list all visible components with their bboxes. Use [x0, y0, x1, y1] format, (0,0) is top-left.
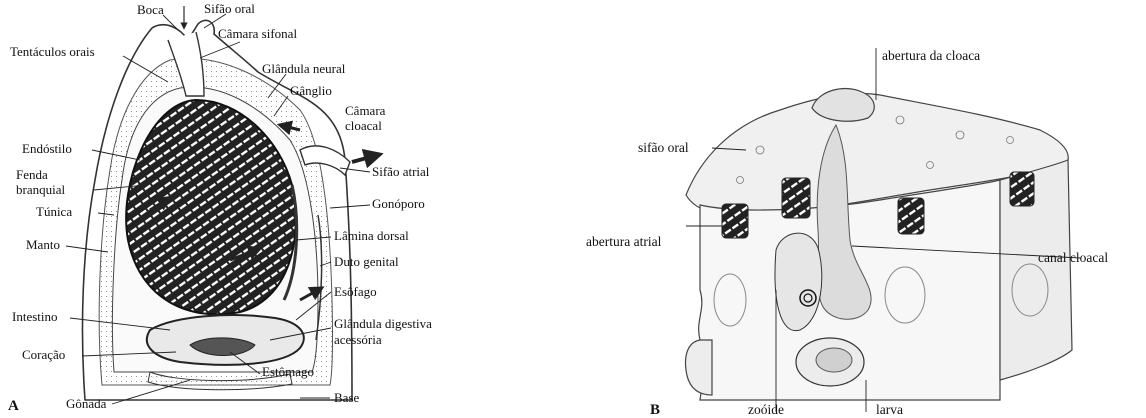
label-gonada: Gônada — [66, 396, 107, 411]
label-glandula-neural: Glândula neural — [262, 61, 346, 76]
label-zooide: zoóide — [748, 402, 784, 417]
label-intestino: Intestino — [12, 309, 58, 324]
label-base: Base — [334, 390, 360, 405]
colony-left-lobe — [686, 340, 712, 395]
label-tentaculos-orais: Tentáculos orais — [10, 44, 95, 59]
panel-b-colony-block: abertura da cloaca sifão oral abertura a… — [586, 48, 1108, 418]
label-lamina-dorsal: Lâmina dorsal — [334, 228, 409, 243]
label-tunica: Túnica — [36, 204, 72, 219]
zooid-basket-center — [782, 178, 810, 218]
label-abertura-da-cloaca: abertura da cloaca — [882, 48, 980, 63]
label-canal-cloacal: canal cloacal — [1038, 250, 1108, 265]
label-esofago: Esôfago — [334, 284, 377, 299]
zooid-basket-right — [898, 198, 924, 234]
label-fenda-branquial-line1: Fenda — [16, 167, 48, 182]
label-sifao-atrial: Sifão atrial — [372, 164, 430, 179]
zooid-basket-left — [722, 204, 748, 238]
label-glandula-digestiva-line1: Glândula digestiva — [334, 316, 432, 331]
label-sifao-oral-b: sifão oral — [638, 140, 689, 155]
label-larva: larva — [876, 402, 903, 417]
panel-letter-a: A — [8, 398, 19, 414]
label-fenda-branquial-line2: branquial — [16, 182, 65, 197]
cloacal-opening — [812, 89, 874, 122]
label-camara-cloacal-line1: Câmara — [345, 103, 386, 118]
label-ganglio: Gânglio — [290, 83, 332, 98]
label-duto-genital: Duto genital — [334, 254, 399, 269]
panel-a-ascidian-section: Boca Sifão oral Câmara sifonal Tentáculo… — [8, 1, 432, 414]
label-coracao: Coração — [22, 347, 65, 362]
water-outflow-arrow — [352, 156, 374, 162]
zooid-basket-far-right — [1010, 172, 1034, 206]
label-camara-sifonal: Câmara sifonal — [218, 26, 297, 41]
label-gonoporo: Gonóporo — [372, 196, 425, 211]
label-abertura-atrial: abertura atrial — [586, 234, 662, 249]
label-boca: Boca — [137, 2, 164, 17]
label-endostilo: Endóstilo — [22, 141, 72, 156]
label-manto: Manto — [26, 237, 60, 252]
label-glandula-digestiva-line2: acessória — [334, 332, 382, 347]
label-camara-cloacal-line2: cloacal — [345, 118, 382, 133]
label-estomago: Estômago — [262, 364, 314, 379]
panel-letter-b: B — [650, 402, 660, 418]
label-sifao-oral-a: Sifão oral — [204, 1, 255, 16]
